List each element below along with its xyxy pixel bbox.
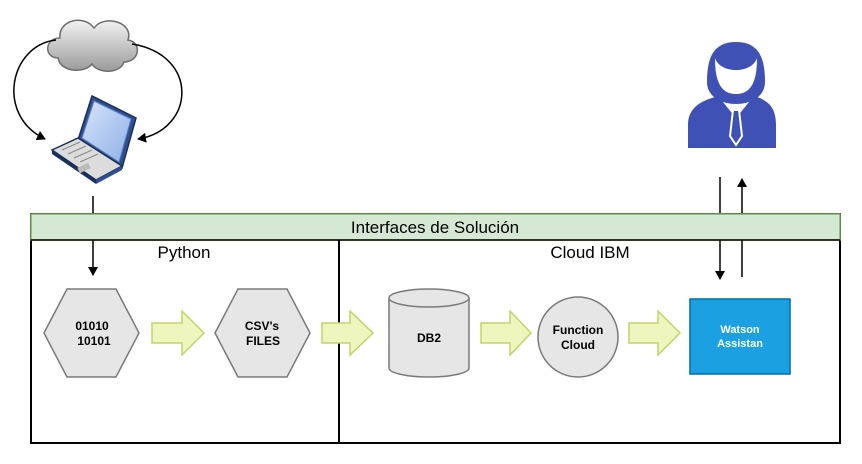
binary-node-line1: 01010 <box>75 319 109 333</box>
header-title: Interfaces de Solución <box>351 218 519 237</box>
db2-node: DB2 <box>388 288 470 378</box>
laptop-icon <box>50 94 137 184</box>
cloud-to-laptop-arrow-left <box>13 39 57 141</box>
user-icon <box>688 42 776 148</box>
function-cloud-line1: Function <box>553 323 604 337</box>
csv-node-line1: CSV's <box>245 319 280 333</box>
binary-data-node: 01010 10101 <box>43 288 140 378</box>
cloud-icon <box>47 19 138 72</box>
watson-line1: Watson <box>720 324 760 336</box>
binary-node-line2: 10101 <box>77 334 111 348</box>
csv-node-line2: FILES <box>246 334 280 348</box>
flow-arrow-db2-to-function <box>480 309 533 357</box>
function-cloud-line2: Cloud <box>561 338 595 352</box>
section-label-cloud: Cloud IBM <box>550 243 629 262</box>
watson-line2: Assistan <box>717 338 763 350</box>
flow-arrow-binary-to-csv <box>151 309 206 357</box>
flow-arrow-function-to-watson <box>628 309 682 357</box>
cloud-to-laptop-arrow-right <box>131 43 183 143</box>
csv-files-node: CSV's FILES <box>214 288 311 378</box>
section-label-python: Python <box>158 243 211 262</box>
watson-assistant-node: Watson Assistan <box>689 298 791 375</box>
function-cloud-node: Function Cloud <box>537 296 619 378</box>
db2-label: DB2 <box>417 331 441 345</box>
flow-arrow-csv-to-db2 <box>321 309 375 357</box>
